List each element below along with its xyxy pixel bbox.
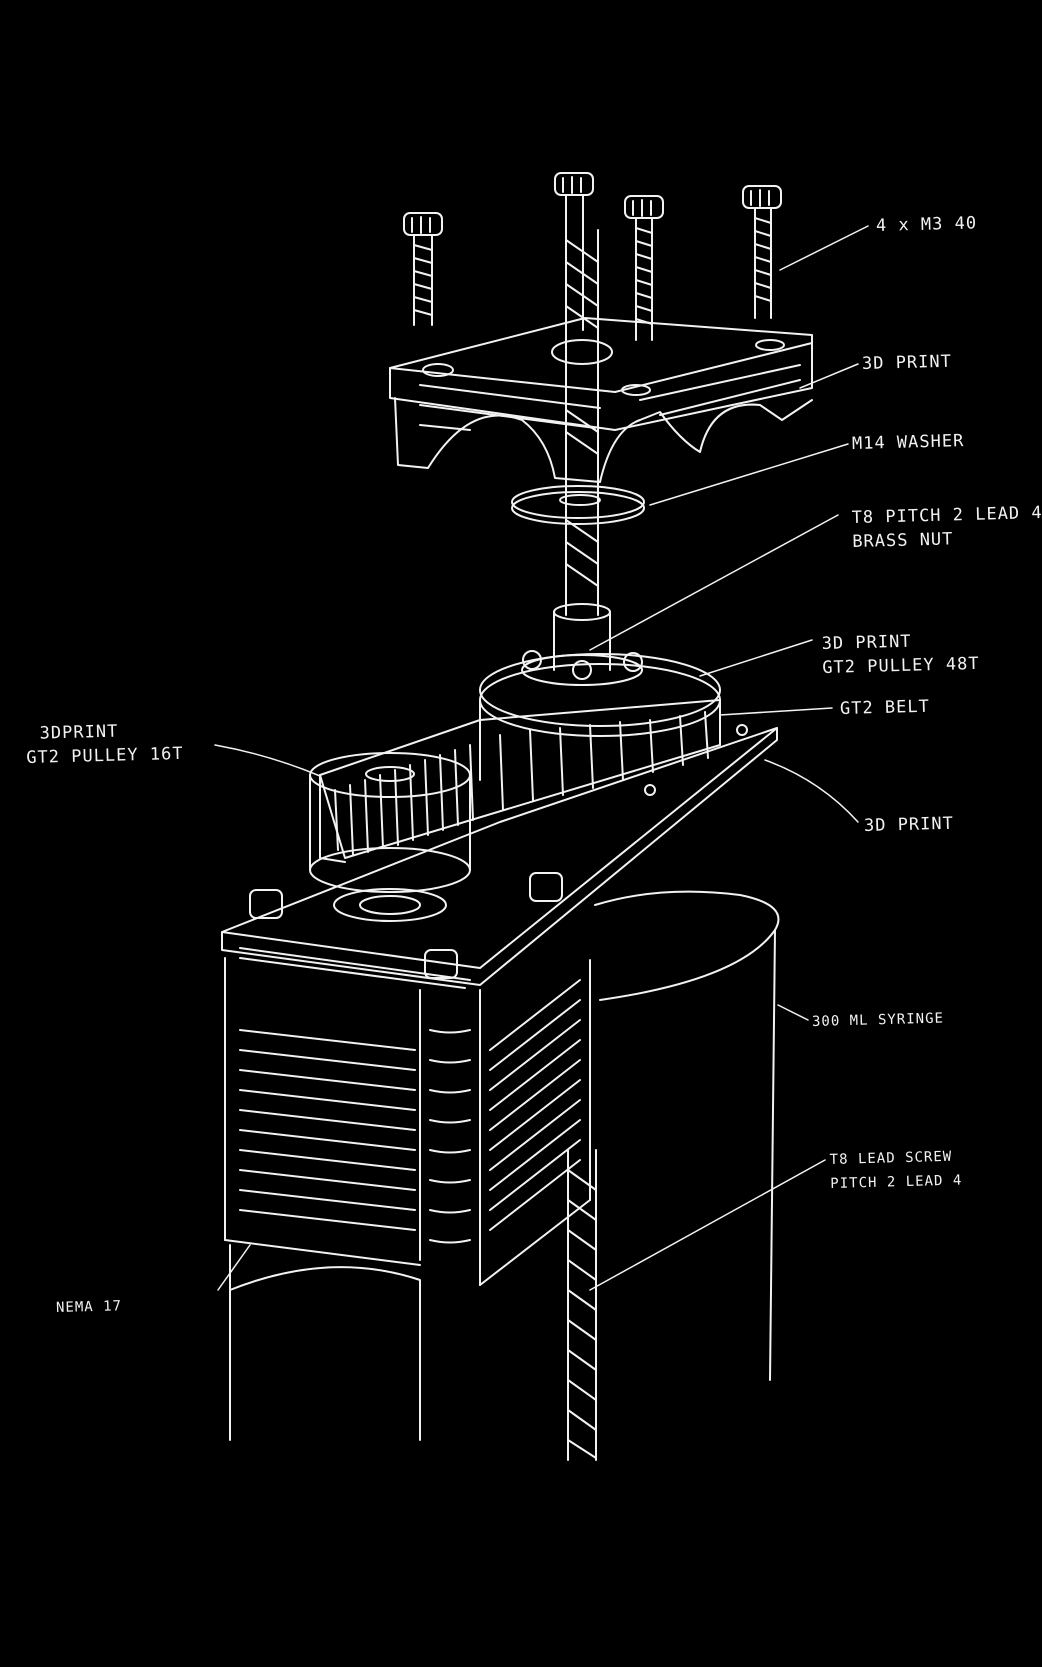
leader-brass-nut (589, 514, 839, 651)
label-screws-line-1: 4 x M3 40 (875, 213, 978, 236)
label-brass-nut-line-2: BRASS NUT (852, 529, 954, 552)
m3-screws (403, 172, 782, 341)
label-lead-screw-line-1: T8 LEAD SCREW (829, 1148, 953, 1169)
leader-lead-screw (589, 1159, 826, 1291)
label-washer: M14 WASHER (852, 429, 965, 456)
label-plate-line-1: 3D PRINT (863, 813, 955, 836)
label-top-mount-line-1: 3D PRINT (861, 351, 953, 374)
m14-washer (511, 485, 645, 525)
leader-motor (217, 1244, 251, 1291)
screw-2 (554, 172, 594, 331)
label-large-pulley-line-2: GT2 PULLEY 48T (822, 653, 980, 678)
label-syringe-line-1: 300 ML SYRINGE (811, 1010, 945, 1030)
leader-lines (214, 225, 869, 1291)
label-brass-nut: T8 PITCH 2 LEAD 4 BRASS NUT (851, 501, 1042, 554)
label-top-mount: 3D PRINT (862, 350, 952, 376)
label-belt-line-1: GT2 BELT (839, 696, 931, 719)
leader-washer (649, 443, 849, 506)
leader-syringe (777, 1004, 809, 1021)
screw-4 (742, 185, 782, 319)
label-motor: NEMA 17 (56, 1294, 123, 1320)
label-small-pulley-line-2: GT2 PULLEY 16T (26, 743, 184, 768)
nema17-motor (224, 957, 591, 1441)
leader-plate (764, 759, 859, 823)
top-mount (389, 317, 813, 483)
leader-belt (719, 707, 833, 716)
syringe (589, 890, 780, 1381)
label-plate: 3D PRINT (864, 812, 954, 838)
leader-screws (779, 225, 869, 271)
label-small-pulley: 3DPRINT GT2 PULLEY 16T (25, 718, 184, 770)
label-large-pulley: 3D PRINT GT2 PULLEY 48T (821, 628, 979, 680)
screw-3 (624, 195, 664, 341)
label-brass-nut-line-1: T8 PITCH 2 LEAD 4 (851, 503, 1042, 529)
leader-large-pulley (699, 639, 813, 677)
label-lead-screw-line-2: PITCH 2 LEAD 4 (830, 1172, 963, 1192)
brass-nut (521, 603, 643, 686)
label-belt: GT2 BELT (840, 695, 930, 721)
label-lead-screw: T8 LEAD SCREW PITCH 2 LEAD 4 (829, 1145, 962, 1196)
leader-top-mount (799, 363, 859, 389)
label-syringe: 300 ML SYRINGE (812, 1007, 945, 1034)
label-motor-line-1: NEMA 17 (55, 1298, 123, 1316)
screw-1 (403, 212, 443, 326)
label-washer-line-1: M14 WASHER (851, 431, 965, 454)
leader-small-pulley (214, 744, 321, 777)
plate-bolts (249, 872, 563, 979)
motor-plate (221, 724, 778, 989)
lead-screw-lower (567, 1149, 597, 1461)
small-pulley (309, 752, 471, 922)
label-screws: 4 x M3 40 (876, 211, 978, 238)
